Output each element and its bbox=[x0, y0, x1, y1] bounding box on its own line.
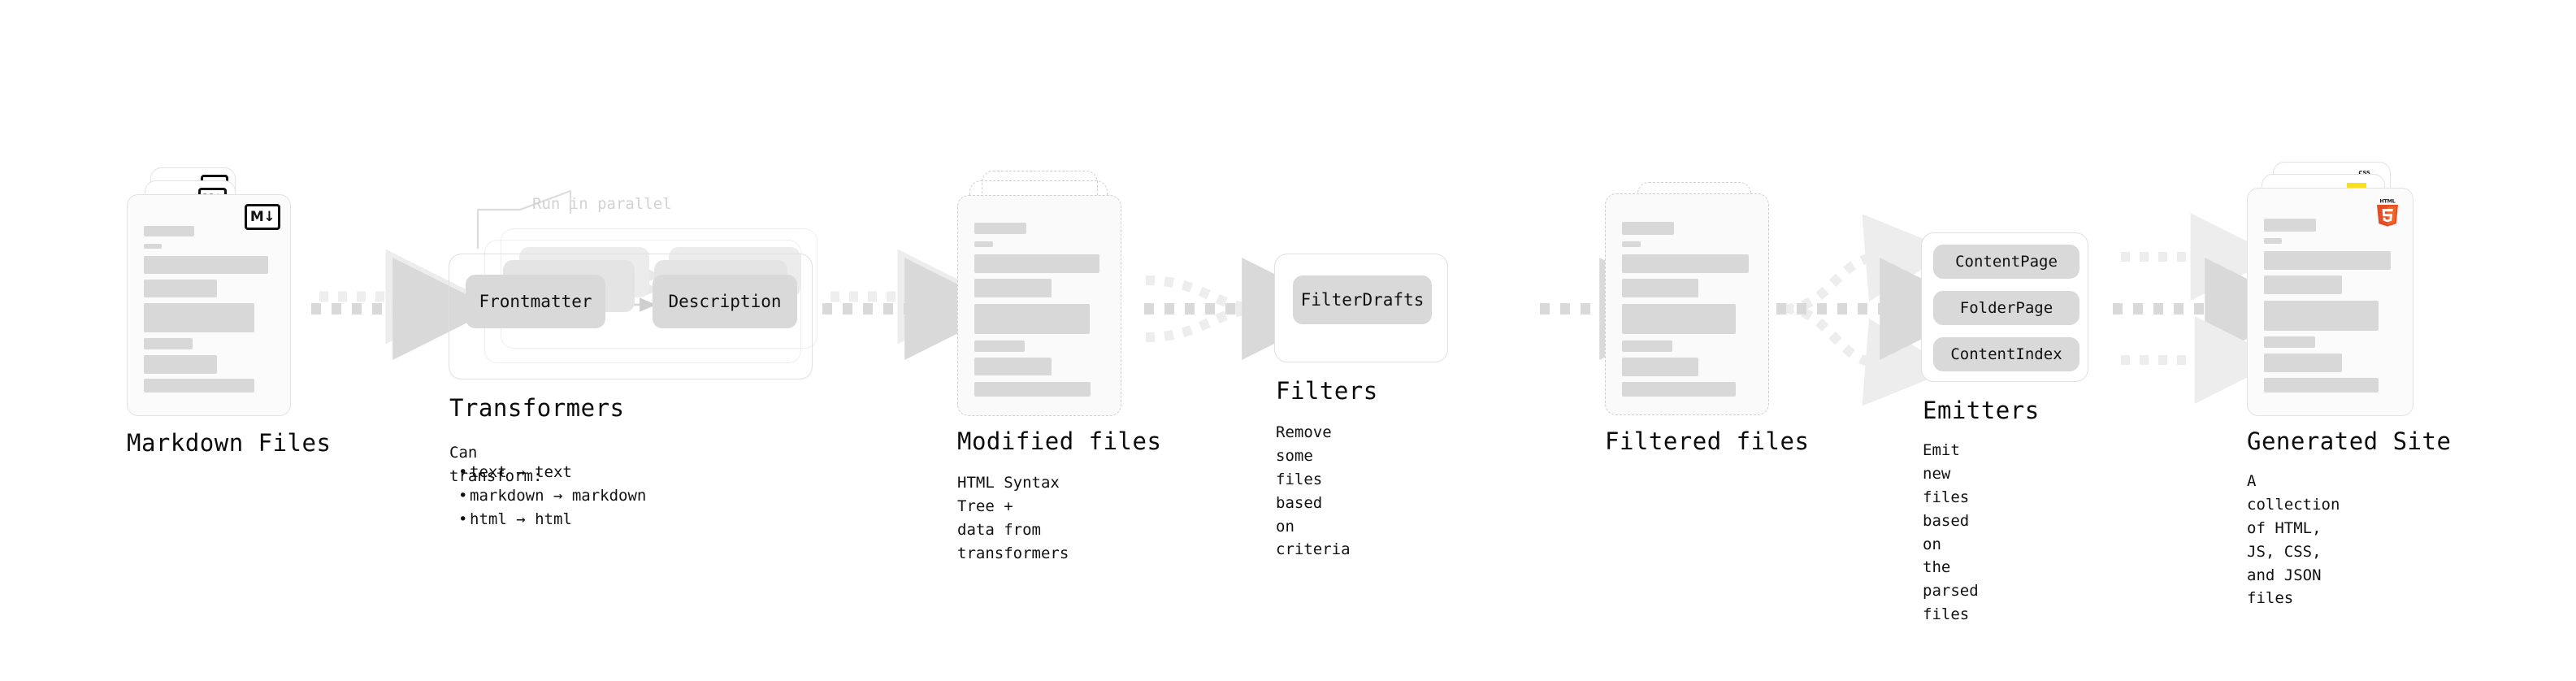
filters-caption: Remove some files based on criteria bbox=[1276, 423, 1351, 559]
content-bar bbox=[1622, 222, 1674, 235]
stage-title-filters: Filters bbox=[1276, 377, 1378, 405]
content-bar bbox=[974, 279, 1052, 297]
content-bar bbox=[144, 303, 254, 332]
modified-card-front bbox=[957, 195, 1121, 416]
content-bar bbox=[144, 338, 193, 349]
content-bar bbox=[2264, 378, 2379, 393]
modified-files-caption: HTML Syntax Tree + data from transformer… bbox=[957, 474, 1069, 562]
content-bar bbox=[974, 241, 993, 247]
content-bar bbox=[2264, 275, 2342, 294]
generated-card-html: HTML bbox=[2247, 188, 2413, 416]
content-bar bbox=[974, 223, 1026, 234]
html5-shield-svg: HTML bbox=[2377, 198, 2398, 227]
content-bar bbox=[974, 358, 1052, 375]
filterdrafts-pill[interactable]: FilterDrafts bbox=[1293, 275, 1432, 324]
arrow-filtered-to-emitters bbox=[1776, 214, 1983, 406]
emitters-caption: Emit new files based on the parsed files bbox=[1923, 441, 1979, 624]
content-bar bbox=[1622, 358, 1698, 376]
contentindex-pill[interactable]: ContentIndex bbox=[1933, 337, 2079, 371]
content-bar bbox=[1622, 382, 1736, 397]
emitters-box: ContentPage FolderPage ContentIndex bbox=[1921, 232, 2088, 382]
content-bar bbox=[144, 226, 194, 236]
content-bar bbox=[2264, 238, 2282, 244]
markdown-icon: M↓ bbox=[245, 204, 280, 230]
html5-icon: HTML bbox=[2374, 197, 2401, 228]
transformers-bullet-list: text → text markdown → markdown html → h… bbox=[457, 461, 646, 531]
run-in-parallel-label: Run in parallel bbox=[532, 195, 672, 213]
content-bar bbox=[144, 280, 217, 297]
modified-card-body bbox=[958, 196, 1121, 415]
content-bar bbox=[1622, 241, 1641, 247]
stage-title-modified-files: Modified files bbox=[957, 427, 1162, 455]
css-badge-text: CSS bbox=[2358, 170, 2370, 176]
content-bar bbox=[974, 382, 1091, 397]
svg-text:HTML: HTML bbox=[2379, 198, 2395, 205]
content-bar bbox=[1622, 254, 1749, 273]
arrow-modified-to-filters bbox=[1144, 258, 1345, 360]
content-bar bbox=[974, 254, 1099, 273]
list-item: text → text bbox=[457, 461, 646, 484]
stage-title-filtered-files: Filtered files bbox=[1605, 427, 1810, 455]
content-bar bbox=[1622, 304, 1736, 334]
arrow-emitters-to-site bbox=[2113, 213, 2308, 404]
content-bar bbox=[2264, 301, 2379, 331]
frontmatter-pill[interactable]: Frontmatter bbox=[466, 275, 605, 328]
content-bar bbox=[2264, 354, 2342, 372]
content-bar bbox=[2264, 251, 2391, 270]
description-pill[interactable]: Description bbox=[653, 275, 797, 328]
generated-card-body: HTML bbox=[2248, 189, 2413, 415]
filtered-card-front bbox=[1605, 193, 1769, 415]
generated-site-caption: A collection of HTML, JS, CSS, and JSON … bbox=[2247, 472, 2340, 608]
arrow-markdown-to-transformers bbox=[311, 249, 496, 360]
stage-title-markdown-files: Markdown Files bbox=[127, 429, 332, 457]
content-bar bbox=[1622, 279, 1698, 297]
stage-title-emitters: Emitters bbox=[1923, 397, 2040, 424]
stage-title-generated-site: Generated Site bbox=[2247, 427, 2452, 455]
list-item: html → html bbox=[457, 508, 646, 531]
markdown-card-front: M↓ bbox=[127, 194, 291, 416]
filters-box: FilterDrafts bbox=[1274, 254, 1448, 362]
filtered-card-body bbox=[1606, 194, 1768, 414]
markdown-card-body: M↓ bbox=[128, 195, 290, 415]
content-bar bbox=[2264, 219, 2316, 232]
content-bar bbox=[144, 244, 162, 249]
transformer-panel-front: Frontmatter Description bbox=[449, 254, 813, 380]
content-bar bbox=[144, 355, 217, 374]
content-bar bbox=[1622, 340, 1672, 352]
content-bar bbox=[144, 256, 268, 274]
content-bar bbox=[974, 304, 1090, 334]
content-bar bbox=[144, 379, 254, 393]
folderpage-pill[interactable]: FolderPage bbox=[1933, 291, 2079, 325]
arrow-transformers-to-modified bbox=[822, 249, 1008, 360]
stage-title-transformers: Transformers bbox=[449, 394, 625, 422]
content-bar bbox=[2264, 336, 2315, 348]
contentpage-pill[interactable]: ContentPage bbox=[1933, 245, 2079, 279]
content-bar bbox=[974, 340, 1025, 352]
list-item: markdown → markdown bbox=[457, 484, 646, 508]
